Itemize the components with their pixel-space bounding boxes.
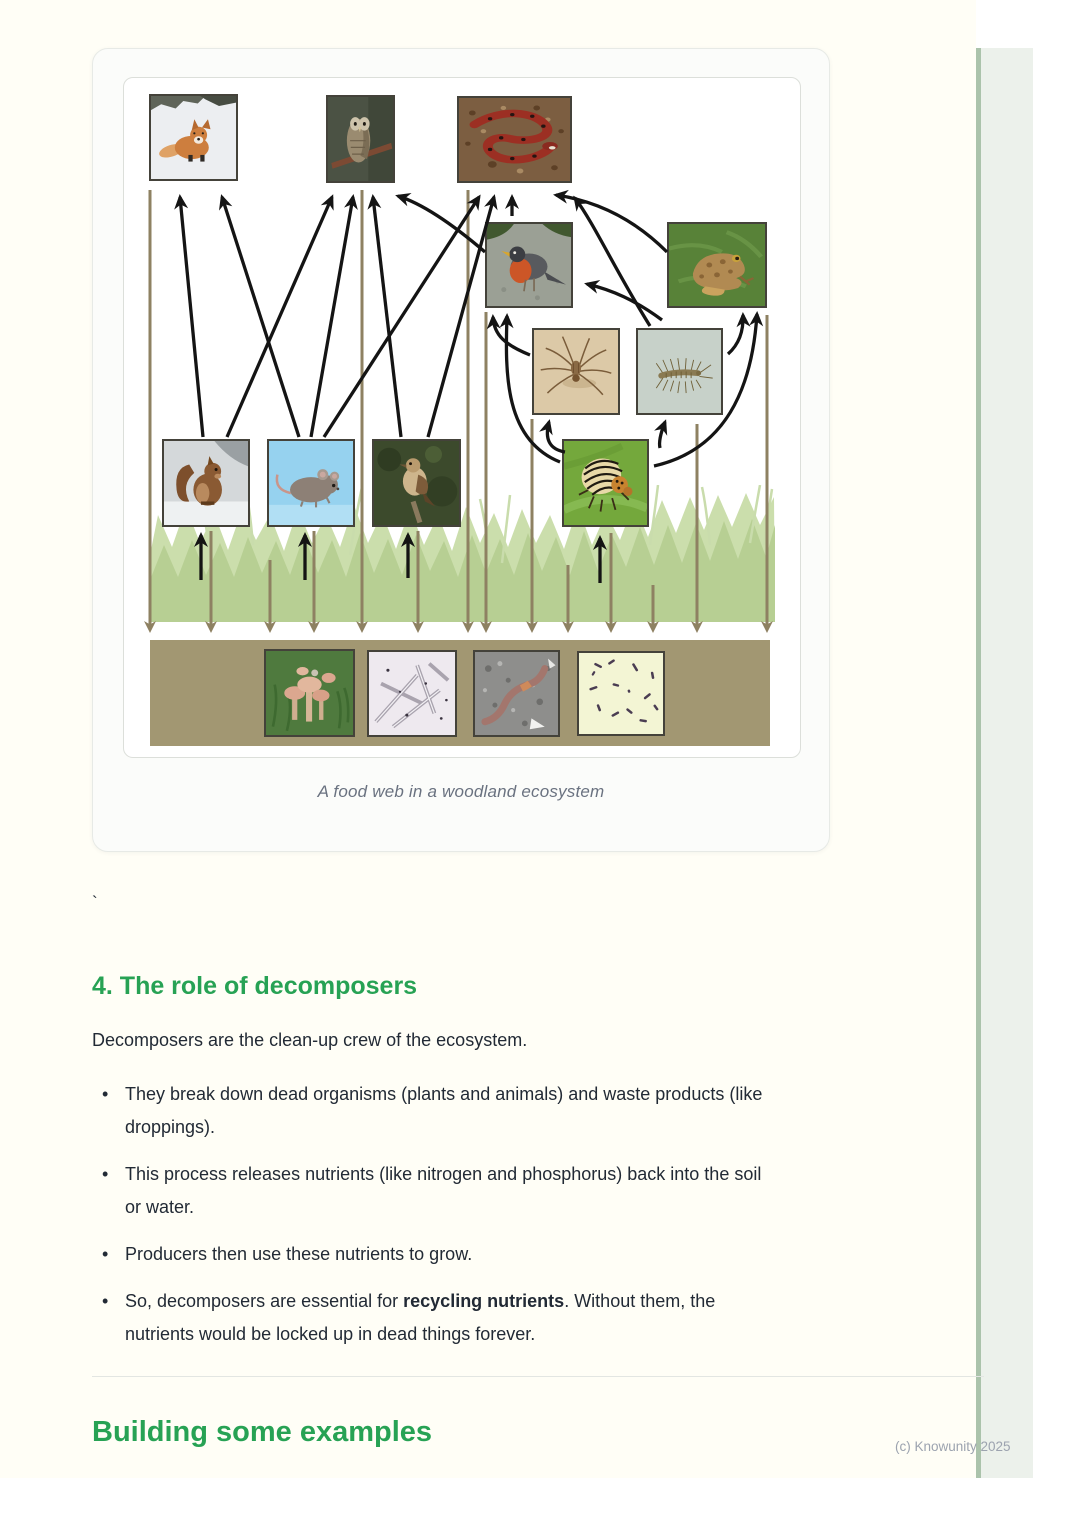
- decomposer-bullet-list: They break down dead organisms (plants a…: [92, 1078, 782, 1365]
- toad-photo: [667, 222, 767, 308]
- bacteria-photo: [577, 651, 665, 736]
- stray-backtick: `: [92, 893, 98, 912]
- section-heading: 4. The role of decomposers: [92, 972, 418, 1000]
- list-item: Producers then use these nutrients to gr…: [92, 1238, 782, 1271]
- bullet-text: They break down dead organisms (plants a…: [125, 1084, 763, 1137]
- figure-caption: A food web in a woodland ecosystem: [317, 782, 605, 801]
- centipede-photo: [636, 328, 723, 415]
- section-divider: [92, 1376, 984, 1377]
- list-item: So, decomposers are essential for recycl…: [92, 1285, 782, 1351]
- mouse-photo: [267, 439, 355, 527]
- robin-photo: [485, 222, 573, 308]
- potato-beetle-photo: [562, 439, 649, 527]
- owl-photo: [326, 95, 395, 183]
- squirrel-photo: [162, 439, 250, 527]
- spider-photo: [532, 328, 620, 415]
- bullet-bold-text: recycling nutrients: [403, 1291, 565, 1311]
- fungal-hyphae-photo: [367, 650, 457, 737]
- bullet-text: Producers then use these nutrients to gr…: [125, 1244, 473, 1264]
- sparrow-photo: [372, 439, 461, 527]
- bullet-text: This process releases nutrients (like ni…: [125, 1164, 762, 1217]
- garter-snake-photo: [457, 96, 572, 183]
- list-item: They break down dead organisms (plants a…: [92, 1078, 782, 1144]
- fox-photo: [149, 94, 238, 181]
- earthworm-photo: [473, 650, 560, 737]
- soil-band: [150, 640, 770, 746]
- list-item: This process releases nutrients (like ni…: [92, 1158, 782, 1224]
- watermark: (c) Knowunity 2025: [895, 1439, 1011, 1454]
- bullet-text: . Without them, the nutrients would be l…: [125, 1291, 716, 1344]
- right-accent-bar: [976, 48, 981, 1478]
- right-margin-panel: [981, 48, 1033, 1478]
- section-intro: Decomposers are the clean-up crew of the…: [92, 1030, 528, 1050]
- bullet-text: So, decomposers are essential for: [125, 1291, 404, 1311]
- mushrooms-photo: [264, 649, 355, 737]
- next-section-heading: Building some examples: [92, 1416, 433, 1448]
